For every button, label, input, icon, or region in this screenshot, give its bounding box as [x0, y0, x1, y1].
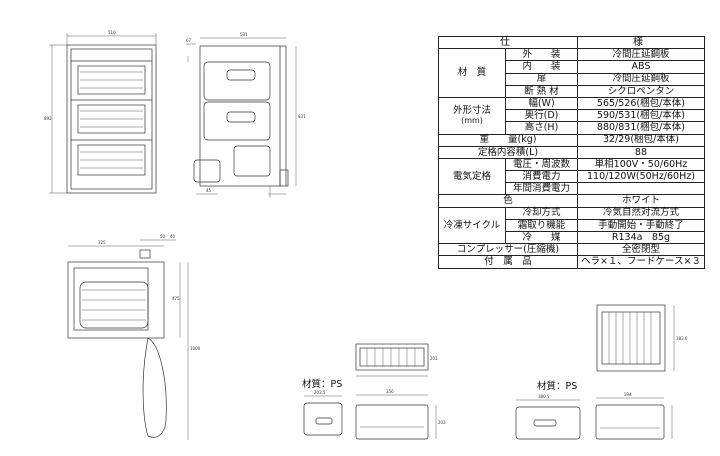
- material-label-right: 材質：PS: [537, 381, 578, 392]
- material-value: 冷間圧延鋼板: [577, 72, 705, 86]
- cooling-item: 冷却方式: [505, 206, 578, 220]
- material-item: 内 装: [505, 60, 578, 74]
- dims-item: 高さ(H): [505, 121, 578, 135]
- tray-left: [303, 343, 437, 440]
- electric-value: 単相100V・50/60Hz: [577, 157, 705, 172]
- material-value: ABS: [577, 60, 705, 74]
- material-item: 断 熱 材: [505, 84, 578, 98]
- cooling-value: 手動開始・手動終了: [577, 218, 705, 233]
- dims-value: 565/526(梱包/本体): [577, 96, 705, 111]
- electric-value: [577, 182, 705, 196]
- cooling-item: 冷 媒: [505, 230, 578, 245]
- material-value: 冷間圧延鋼板: [577, 48, 705, 62]
- spec-header-right: 様: [577, 35, 705, 50]
- capacity-value: 88: [577, 145, 705, 159]
- dim-side-bottom: 45: [206, 188, 212, 193]
- dim-side-depth: 531: [240, 32, 248, 37]
- electric-value: 110/120W(50Hz/60Hz): [577, 170, 705, 184]
- spec-header-left: 仕: [438, 35, 578, 50]
- capacity-label: 定格内容積(L): [438, 145, 578, 159]
- dims-label-text: 外形寸法: [452, 104, 491, 116]
- cooling-value: R134a 85g: [577, 230, 705, 245]
- dim-side-height: 831: [298, 114, 306, 119]
- dimension-labels: 510 892 67 531 831 45 325 475 50 1000 40…: [44, 30, 688, 425]
- dim-side-top: 67: [186, 38, 192, 43]
- weight-value: 32/29(梱包/本体): [577, 133, 705, 147]
- material-value: シクロペンタン: [577, 84, 705, 98]
- dim-basket-h: 383.6: [676, 336, 688, 341]
- dim-tray-w: 356: [386, 389, 394, 394]
- accessories-label: 付 属 品: [438, 255, 578, 269]
- dim-plan-b: 475: [172, 296, 180, 301]
- weight-label: 重 量(kg): [438, 133, 578, 147]
- dim-tray-d: 203.5: [314, 390, 326, 395]
- dim-tray2-w: 394: [624, 392, 632, 397]
- dim-front-width: 510: [108, 30, 116, 35]
- dims-label: 外形寸法 (mm): [438, 96, 506, 135]
- spec-table: 仕 様 材 質 外 装 冷間圧延鋼板 内 装 ABS 扉 冷間圧延鋼板 断 熱 …: [438, 35, 705, 269]
- accessories-value: ヘラ×１、フードケース×３: [577, 255, 705, 269]
- dims-item: 奥行(D): [505, 109, 578, 123]
- cooling-label: 冷凍サイクル: [438, 206, 506, 245]
- dim-plan-c: 50: [160, 234, 166, 239]
- material-item: 外 装: [505, 48, 578, 62]
- front-view: [49, 33, 157, 194]
- cooling-item: 霜取り機能: [505, 218, 578, 233]
- material-item: 扉: [505, 72, 578, 86]
- dims-value: 880/831(梱包/本体): [577, 121, 705, 135]
- dim-tray-h: 201: [430, 356, 438, 361]
- basket-right: [515, 304, 675, 440]
- dims-value: 590/531(梱包/本体): [577, 109, 705, 123]
- dim-plan-d: 1000: [190, 346, 201, 351]
- electric-label: 電気定格: [438, 157, 506, 196]
- plan-view: [67, 239, 189, 440]
- dim-plan-a: 325: [98, 240, 106, 245]
- dims-item: 幅(W): [505, 96, 578, 111]
- dim-plan-e: 40: [170, 234, 176, 239]
- color-label: 色: [438, 194, 578, 208]
- color-value: ホワイト: [577, 194, 705, 208]
- material-label: 材 質: [438, 48, 506, 98]
- electric-item: 消費電力: [505, 170, 578, 184]
- material-label-left: 材質：PS: [302, 379, 343, 390]
- compressor-value: 全密閉型: [577, 243, 705, 257]
- dim-tray2-h: 203: [438, 420, 446, 425]
- compressor-label: コンプレッサー(圧縮機): [438, 243, 578, 257]
- cooling-value: 冷気自然対流方式: [577, 206, 705, 220]
- dim-front-height: 892: [44, 116, 52, 121]
- side-view: [186, 37, 297, 198]
- electric-item: 電圧・周波数: [505, 157, 578, 172]
- dim-tray2-d: 380.5: [538, 394, 550, 399]
- electric-item: 年間消費電力: [505, 182, 578, 196]
- dims-unit: (mm): [461, 116, 483, 126]
